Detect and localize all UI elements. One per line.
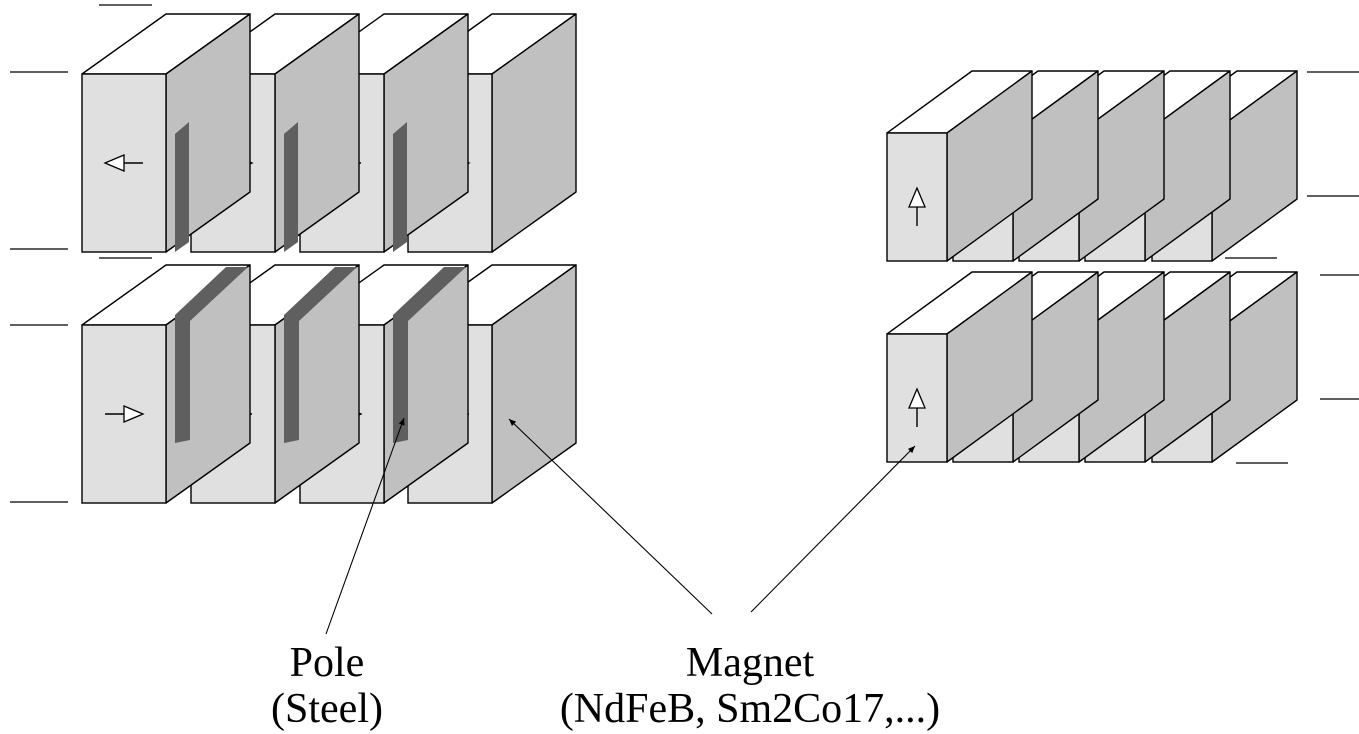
pole-label-name: Pole (289, 640, 365, 686)
magnet-pointer-right-head (907, 446, 915, 454)
magnetization-left-icon (103, 154, 143, 172)
magnet-pointer-left-head (509, 419, 517, 427)
steel-pole (393, 122, 407, 252)
magnetization-right-icon (105, 405, 145, 423)
magnet-label: Magnet (NdFeB, Sm2Co17,...) (490, 640, 1010, 732)
arrow-head (123, 405, 145, 423)
magnetization-up-icon (908, 387, 926, 427)
arrow-head (908, 186, 926, 208)
magnet-block (886, 271, 1033, 463)
pure-bottom-row (886, 271, 1298, 463)
steel-pole (393, 267, 466, 443)
pure-top-row (886, 70, 1298, 262)
hybrid-top-row (81, 13, 577, 253)
arrow-head (908, 387, 926, 409)
magnet-label-materials: (NdFeB, Sm2Co17,...) (559, 686, 941, 732)
steel-pole (284, 122, 298, 252)
steel-pole (175, 267, 248, 443)
steel-pole (175, 122, 189, 252)
magnet-pointer-left (508, 418, 713, 615)
pole-label: Pole (Steel) (232, 640, 422, 732)
magnetization-up-icon (908, 186, 926, 226)
hybrid-bottom-row (81, 264, 577, 504)
pole-label-material: (Steel) (271, 686, 383, 732)
magnet-label-name: Magnet (685, 640, 815, 686)
pole-pointer-head (398, 418, 405, 426)
pure-magnet-array (886, 70, 1298, 463)
arrow-head (103, 154, 125, 172)
pole-pointer (325, 417, 405, 635)
pointer-lines (325, 417, 916, 635)
magnet-pointer-right (750, 445, 916, 613)
hybrid-undulator-array (81, 13, 577, 504)
steel-pole (284, 267, 357, 443)
